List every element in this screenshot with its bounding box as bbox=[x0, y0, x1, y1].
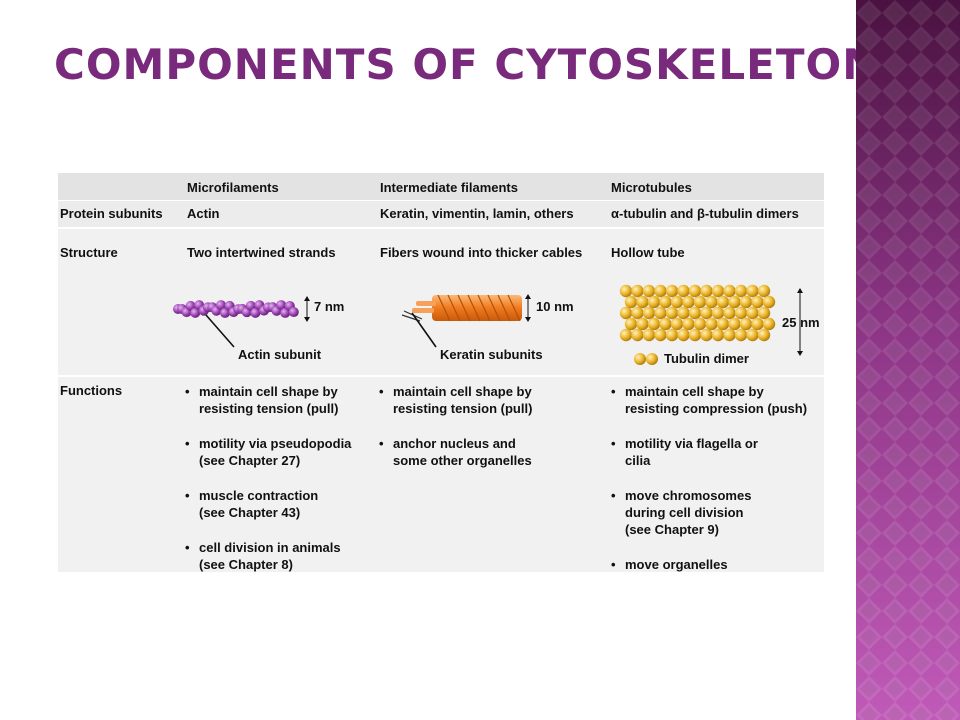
header-row: Microfilaments Intermediate filaments Mi… bbox=[58, 173, 824, 200]
microtubules-functions-list: maintain cell shape by resisting compres… bbox=[611, 383, 807, 591]
protein-subunits-microtubules: α-tubulin and β-tubulin dimers bbox=[611, 206, 799, 221]
actin-strand-illustration bbox=[173, 296, 310, 348]
functions-label: Functions bbox=[60, 383, 123, 398]
list-item: anchor nucleus and some other organelles bbox=[379, 435, 532, 469]
structure-label: Structure bbox=[60, 245, 118, 260]
list-item: move organelles bbox=[611, 556, 807, 573]
microfilament-figure: 7 nm Actin subunit bbox=[170, 289, 360, 369]
cytoskeleton-table: Microfilaments Intermediate filaments Mi… bbox=[58, 173, 824, 573]
header-microtubules: Microtubules bbox=[611, 180, 692, 195]
microtubule-figure: 25 nm Tubulin dimer bbox=[616, 269, 826, 373]
list-item: maintain cell shape by resisting tension… bbox=[185, 383, 351, 417]
structure-microtubules: Hollow tube bbox=[611, 245, 685, 260]
intermediate-filament-figure: 10 nm Keratin subunits bbox=[392, 289, 592, 369]
microfilament-size-label: 7 nm bbox=[314, 299, 345, 314]
list-item: cell division in animals (see Chapter 8) bbox=[185, 539, 351, 573]
list-item: motility via pseudopodia (see Chapter 27… bbox=[185, 435, 351, 469]
list-item: maintain cell shape by resisting compres… bbox=[611, 383, 807, 417]
actin-subunit-label: Actin subunit bbox=[238, 347, 322, 362]
intermediate-size-label: 10 nm bbox=[536, 299, 574, 314]
header-intermediate-filaments: Intermediate filaments bbox=[380, 180, 518, 195]
microfilaments-functions-list: maintain cell shape by resisting tension… bbox=[185, 383, 351, 591]
protein-subunits-row: Protein subunits Actin Keratin, vimentin… bbox=[58, 201, 824, 227]
microtubule-size-label: 25 nm bbox=[782, 315, 820, 330]
structure-intermediate: Fibers wound into thicker cables bbox=[380, 245, 583, 260]
functions-row: Functions maintain cell shape by resisti… bbox=[58, 377, 824, 573]
list-item: motility via flagella or cilia bbox=[611, 435, 807, 469]
structure-microfilaments: Two intertwined strands bbox=[187, 245, 336, 260]
slide-title: COMPONENTS OF CYTOSKELETON bbox=[54, 40, 879, 89]
protein-subunits-label: Protein subunits bbox=[60, 206, 163, 221]
row-divider bbox=[58, 375, 824, 377]
keratin-subunits-label: Keratin subunits bbox=[440, 347, 543, 362]
list-item: muscle contraction (see Chapter 43) bbox=[185, 487, 351, 521]
intermediate-functions-list: maintain cell shape by resisting tension… bbox=[379, 383, 532, 487]
side-pattern bbox=[856, 0, 960, 720]
list-item: maintain cell shape by resisting tension… bbox=[379, 383, 532, 417]
protein-subunits-intermediate: Keratin, vimentin, lamin, others bbox=[380, 206, 574, 221]
row-divider bbox=[58, 227, 824, 229]
tubulin-tube-illustration bbox=[619, 284, 803, 365]
tubulin-dimer-label: Tubulin dimer bbox=[664, 351, 749, 366]
keratin-cable-illustration bbox=[401, 294, 531, 348]
structure-row: Structure Two intertwined strands Fibers… bbox=[58, 229, 824, 375]
protein-subunits-microfilaments: Actin bbox=[187, 206, 220, 221]
header-microfilaments: Microfilaments bbox=[187, 180, 279, 195]
list-item: move chromosomes during cell division (s… bbox=[611, 487, 807, 538]
